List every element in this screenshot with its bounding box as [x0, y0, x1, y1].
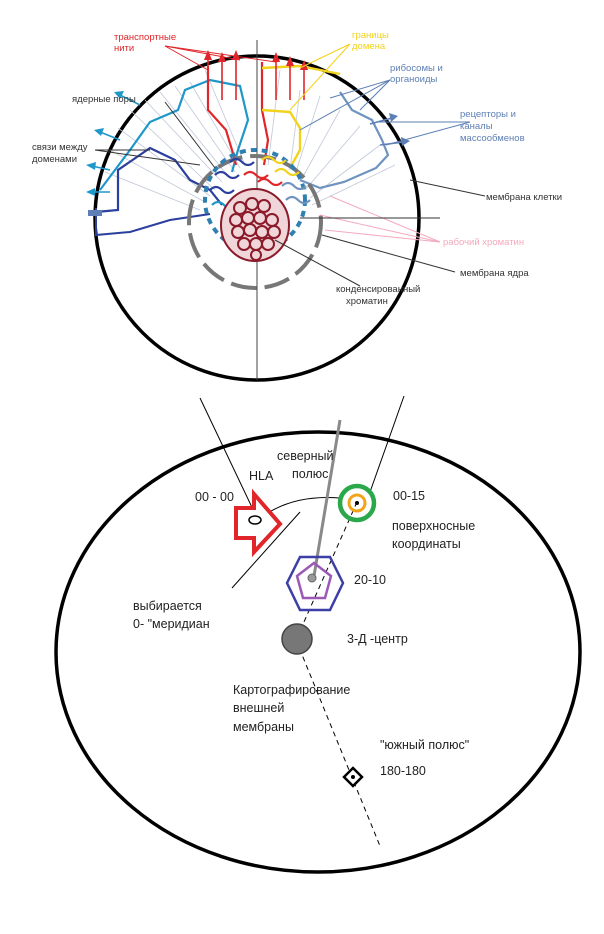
label-north-pole: северный полюс: [277, 449, 337, 481]
label-coord-00-00: 00 - 00: [195, 490, 234, 504]
label-mapping: Картографирование внешней мембраны: [233, 683, 354, 734]
pentagon-icon: [295, 561, 333, 600]
label-coord-00-15: 00-15: [393, 489, 425, 503]
label-ribosomes: рибосомы и органоиды: [390, 63, 445, 85]
origin-point-00-00: [248, 515, 262, 525]
top-cell-diagram: транспортные нити границы домена рибосом…: [32, 30, 562, 382]
leader-lines: [94, 43, 486, 287]
label-3d-center: 3-Д -центр: [347, 632, 408, 646]
transport-arrows: [86, 50, 410, 216]
domain-boundary-steel: [299, 91, 390, 190]
domain-boundary-blue: [99, 78, 250, 191]
meridian-line-left: [199, 397, 259, 521]
point-00-15: [355, 501, 359, 505]
label-nucleus-membrane: мембрана ядра: [460, 268, 529, 279]
green-ring-icon: [337, 483, 377, 523]
hexagon-icon: [285, 555, 345, 612]
label-south-pole: "южный полюс": [380, 738, 469, 752]
nucleus-membrane: [187, 154, 323, 290]
label-condensed-chromatin: конденсированный хроматин: [336, 284, 423, 307]
label-cell-membrane: мембрана клетки: [486, 192, 562, 203]
meridian-pointer-line: [231, 511, 301, 589]
bottom-coordinate-diagram: северный полюс HLA 00 - 00 00-15 поверхн…: [54, 395, 582, 874]
domain-hatching: [104, 69, 396, 211]
label-receptors: рецепторы и каналы массообменов: [460, 109, 525, 144]
label-working-chromatin: рабочий хроматин: [443, 237, 524, 248]
working-chromatin: [209, 155, 311, 210]
center-3d-sphere: [281, 623, 313, 655]
condensed-chromatin: [220, 188, 290, 262]
label-coord-20-10: 20-10: [354, 573, 386, 587]
point-20-10: [307, 573, 317, 583]
label-meridian: выбирается 0- "меридиан: [133, 599, 210, 631]
label-coord-180-180: 180-180: [380, 764, 426, 778]
label-surface-coordinates: поверхносные координаты: [392, 519, 479, 551]
meridian-line-right: [369, 395, 405, 493]
outer-membrane-ellipse: [54, 430, 582, 874]
label-domain-borders: границы домена: [352, 30, 392, 52]
dashed-axis-lower: [295, 639, 381, 847]
pole-axis-line: [312, 419, 342, 577]
label-domain-links: связи между доменами: [32, 142, 90, 165]
orange-ring-icon: [347, 493, 367, 513]
label-hla: HLA: [249, 469, 274, 483]
label-transport-threads: транспортные нити: [114, 32, 179, 54]
point-180-180: [351, 775, 355, 779]
domain-boundary-navy-left: [95, 208, 211, 237]
domain-boundary-yellow: [261, 64, 341, 169]
label-nuclear-pores: ядерные поры: [72, 94, 136, 105]
